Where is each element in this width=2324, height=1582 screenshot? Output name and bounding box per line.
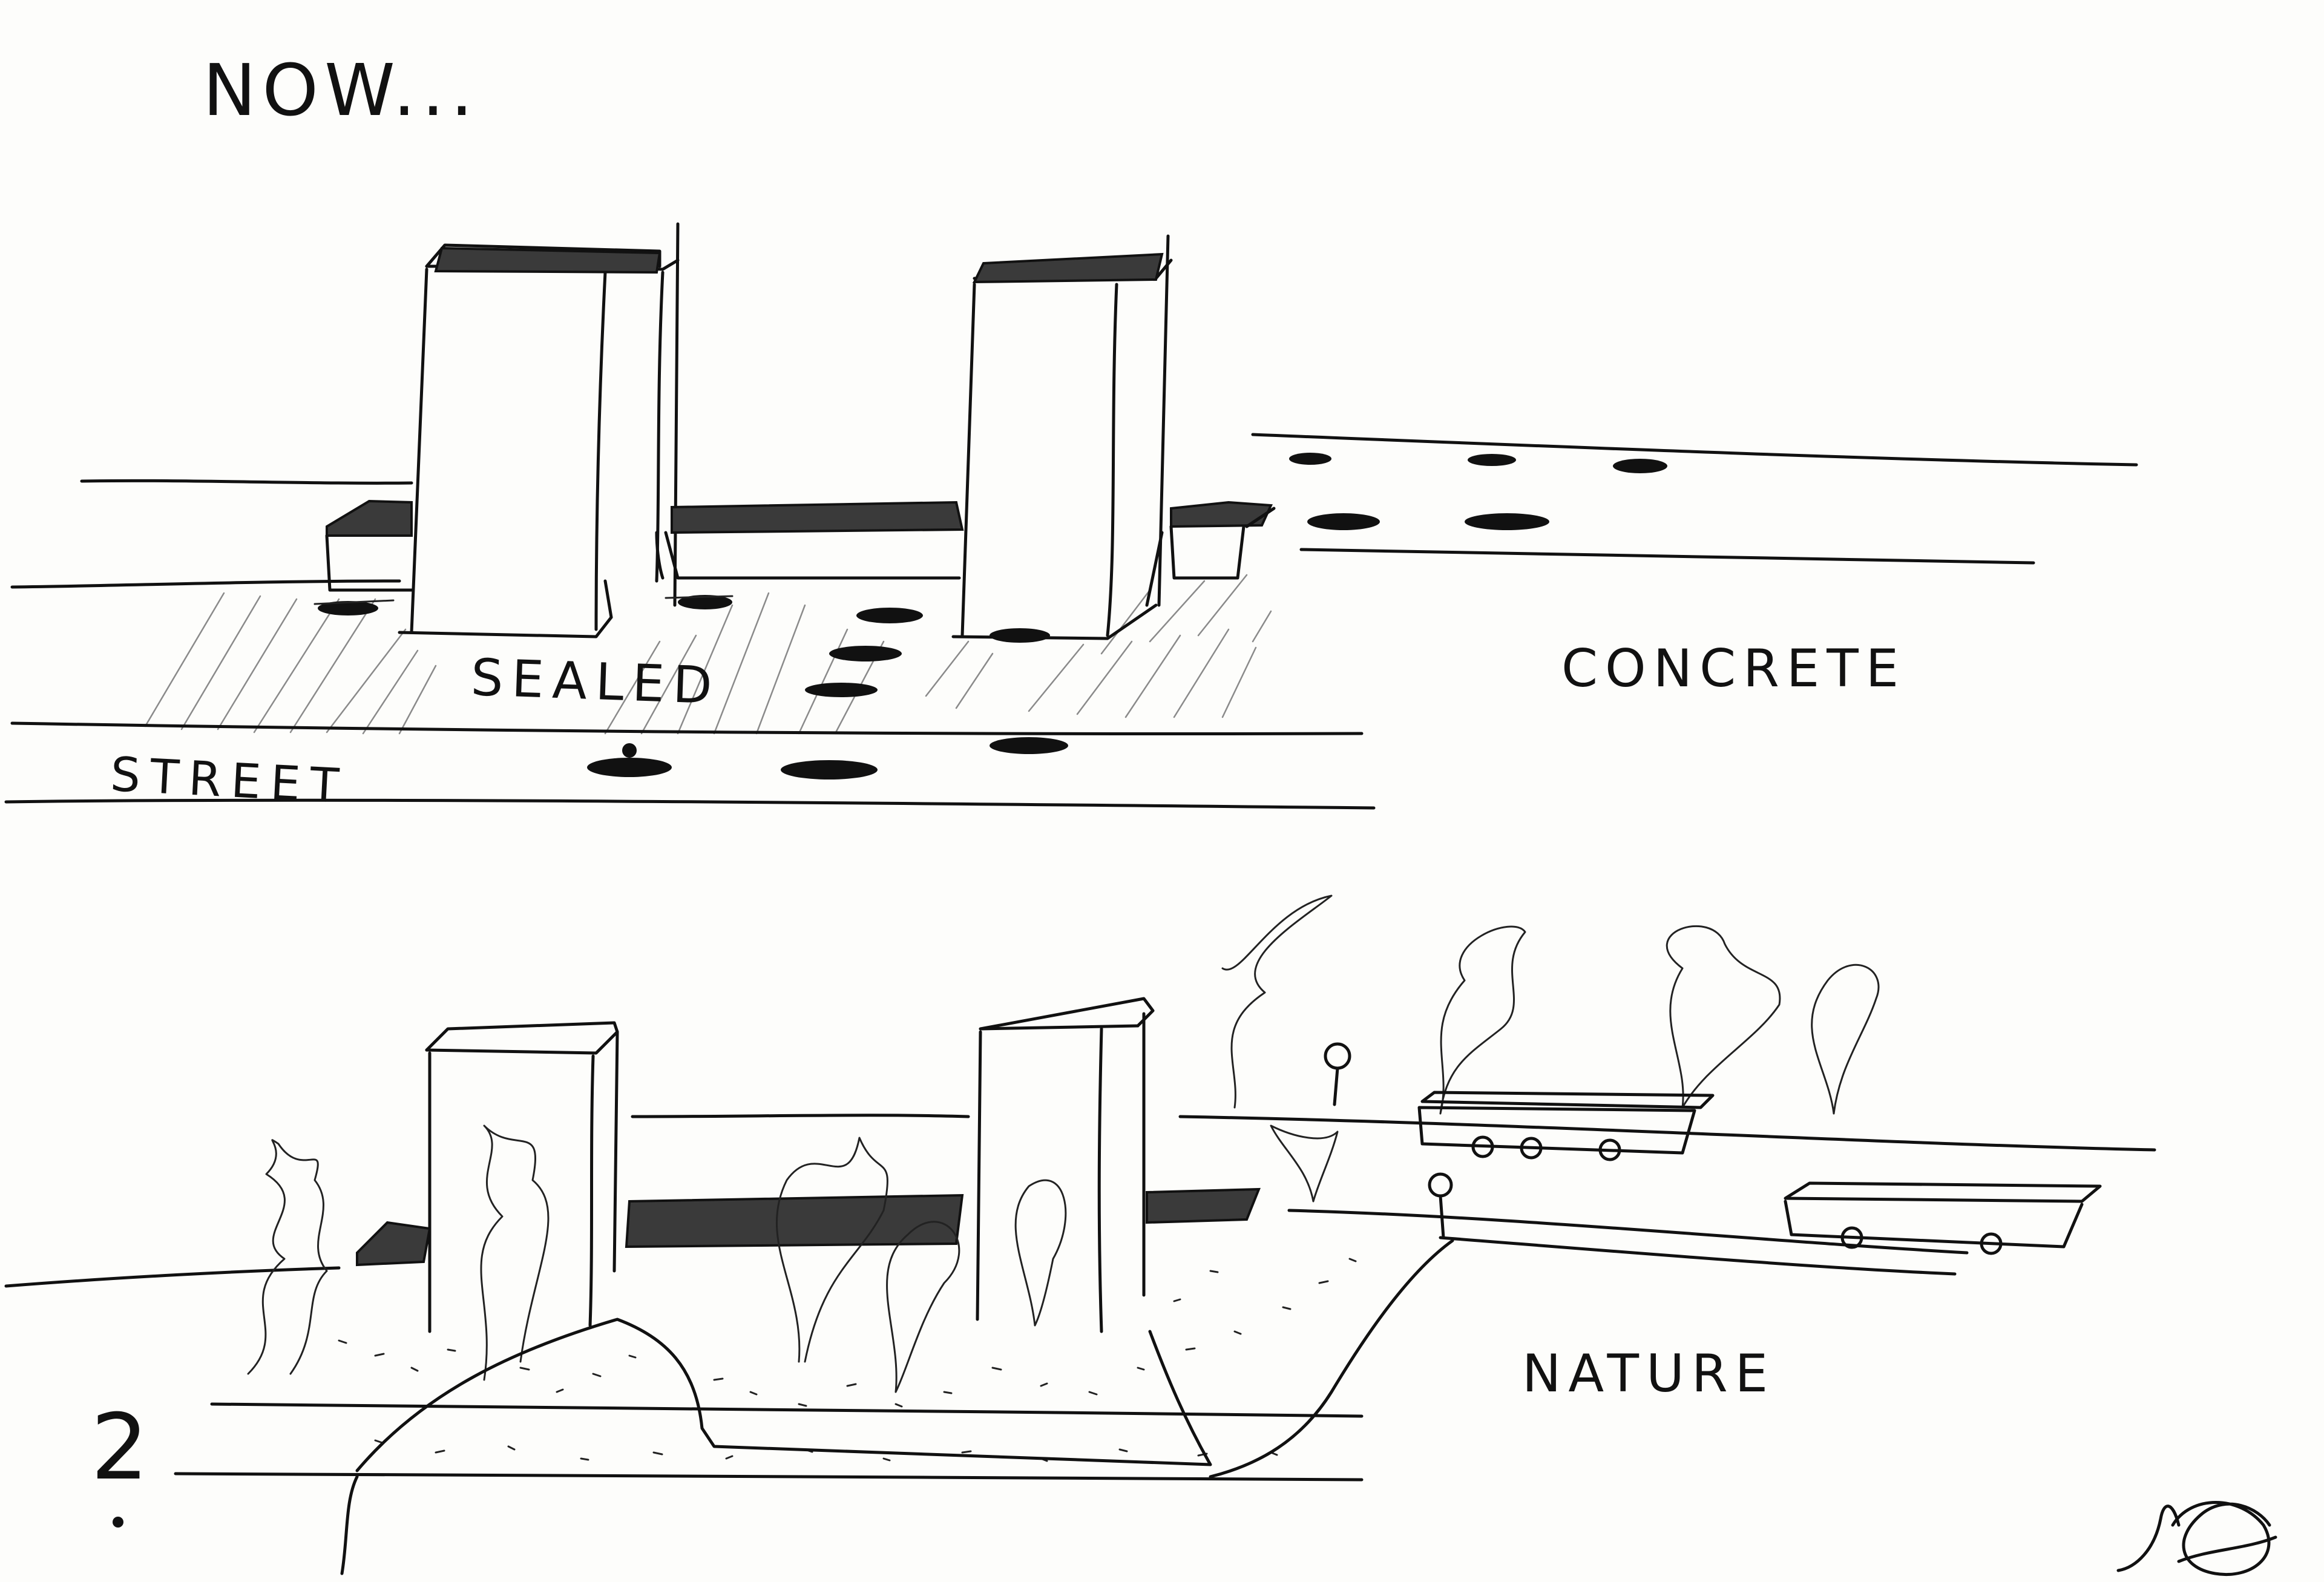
- car: [805, 683, 878, 697]
- car: [856, 608, 923, 623]
- tree: [776, 1137, 888, 1363]
- car: [990, 628, 1050, 643]
- horizon-line-right: [1251, 433, 2138, 467]
- tower-two: [951, 234, 1173, 640]
- bottom-scene: [4, 894, 2156, 1575]
- ground-line-right: [1299, 548, 2035, 565]
- tree: [1270, 1124, 1339, 1203]
- low-block-lower-middle: [625, 1193, 964, 1249]
- ground-line-left: [10, 579, 401, 589]
- car: [665, 595, 734, 609]
- car: [1465, 513, 1549, 530]
- tree: [480, 1124, 550, 1381]
- tram-upper: [1417, 1091, 1715, 1161]
- horizon-line-left: [80, 479, 413, 485]
- tree: [247, 1139, 328, 1375]
- car: [1289, 453, 1331, 465]
- tree: [1439, 925, 1526, 1115]
- label-concrete: CONCRETE: [1561, 638, 1906, 699]
- car: [1613, 459, 1667, 473]
- low-block-lower-right: [1146, 1187, 1261, 1224]
- top-scene: [4, 222, 2138, 810]
- horizon-line-lower: [1178, 1115, 2156, 1152]
- tree: [1811, 963, 1880, 1115]
- plaza-edge-1: [210, 1402, 1364, 1418]
- terrain-edge-right: [1209, 1239, 1454, 1479]
- ground-line-left-lower: [4, 1266, 341, 1288]
- label-nature: NATURE: [1522, 1344, 1776, 1404]
- nature-ground-stipple: [338, 1258, 1357, 1462]
- car: [313, 599, 395, 615]
- car: [1468, 454, 1516, 466]
- car: [587, 743, 672, 777]
- car: [1307, 513, 1380, 530]
- street-edge-top: [10, 721, 1364, 736]
- car: [781, 760, 878, 780]
- street-edge-bottom: [4, 798, 1376, 810]
- street-lamps: [1324, 1042, 1453, 1239]
- cars-top: [313, 453, 1667, 780]
- tree: [886, 1221, 960, 1393]
- low-block-right: [1169, 501, 1276, 580]
- ink-dot: [113, 1517, 123, 1528]
- trees: [247, 894, 1880, 1393]
- tree: [1666, 925, 1781, 1109]
- tower-one: [398, 222, 680, 638]
- foreground-cliff: [340, 1475, 359, 1575]
- tower-three: [425, 1021, 619, 1333]
- tower-four: [976, 997, 1155, 1333]
- car: [829, 646, 902, 661]
- sheet-number: 2: [91, 1395, 149, 1500]
- plaza-edge-2: [174, 1472, 1364, 1482]
- tram-lower: [1784, 1181, 2102, 1255]
- road-line-lower: [1439, 1236, 1957, 1276]
- terrain-ridge: [355, 1318, 1212, 1472]
- low-block-left: [325, 499, 413, 592]
- road-line-upper: [1287, 1209, 1969, 1255]
- low-block-lower-left: [356, 1221, 432, 1267]
- tree: [1221, 894, 1333, 1109]
- label-sealed: SEALED: [470, 648, 722, 716]
- heading-now: NOW...: [203, 48, 479, 132]
- car: [990, 737, 1068, 754]
- sealed-hatch: [144, 574, 1272, 735]
- low-block-middle: [655, 501, 964, 580]
- signature-initials: [2116, 1501, 2277, 1576]
- tree: [1014, 1179, 1067, 1327]
